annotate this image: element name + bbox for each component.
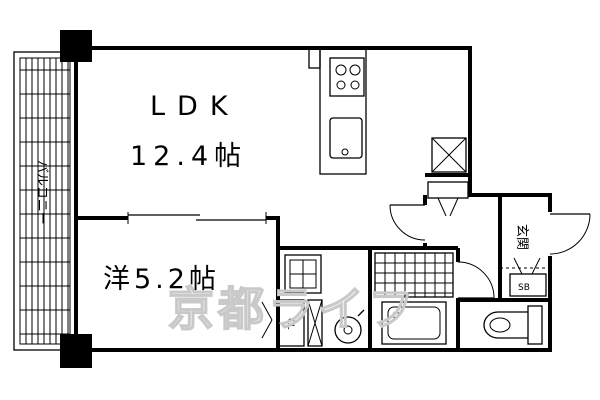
shower-area — [374, 252, 454, 298]
door-entrance — [545, 212, 591, 256]
stove-icon — [329, 57, 365, 97]
linen-shelf — [307, 299, 323, 347]
watermark-logo: 京都ライフ — [168, 282, 418, 336]
storage-top — [427, 181, 469, 217]
balcony — [13, 51, 77, 351]
sliding-door — [127, 212, 267, 224]
refrigerator-space — [431, 137, 467, 173]
toilet-icon — [483, 305, 543, 345]
door-bath — [453, 261, 495, 299]
sink-icon — [329, 117, 363, 159]
entrance-label: 玄関 — [514, 224, 529, 250]
door-ldk-hall — [389, 204, 430, 243]
shoe-box-label: SB — [518, 283, 530, 293]
bathtub-icon — [381, 301, 447, 345]
ldk-name-label: LDK — [150, 91, 240, 122]
washbasin-icon — [334, 309, 365, 344]
kitchen-counter — [308, 47, 367, 175]
door-shoe-box — [513, 257, 541, 275]
western-room-label: 洋5.2帖 — [103, 264, 220, 295]
closet-label: CL — [285, 318, 295, 329]
outer-walls — [60, 30, 552, 368]
entrance-area — [500, 267, 550, 297]
ldk-size-label: 12.4帖 — [130, 141, 247, 172]
door-closet — [261, 301, 273, 339]
washing-machine-icon — [284, 254, 322, 294]
closet-box — [277, 299, 305, 347]
balcony-label: バルコニー — [34, 160, 49, 225]
